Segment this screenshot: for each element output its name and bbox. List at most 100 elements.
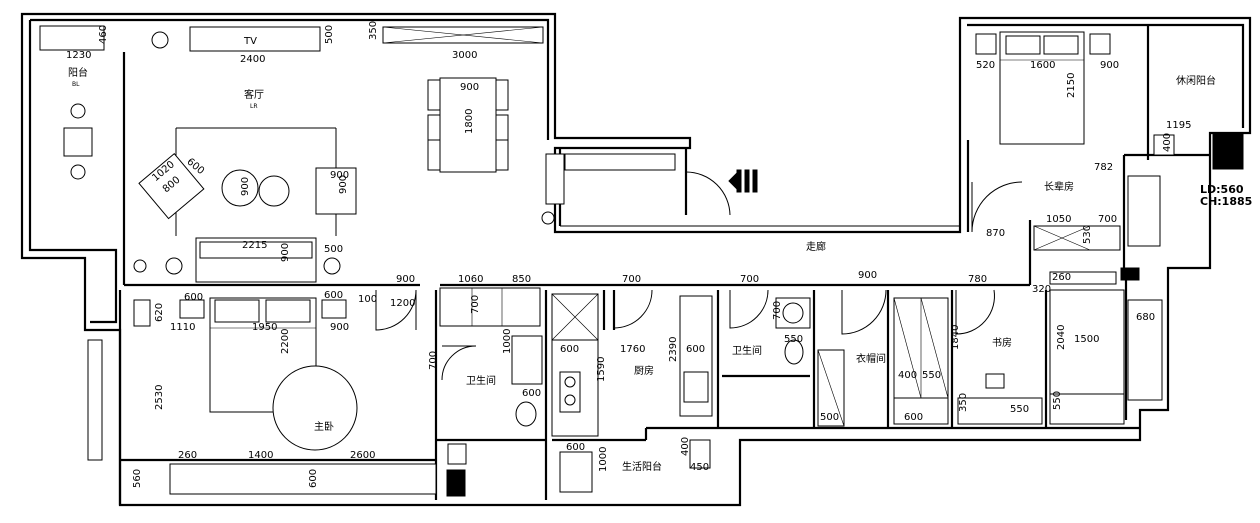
wardrobe-master: [1033, 225, 1121, 251]
dim-label: 400: [680, 437, 691, 456]
dim-label: 900: [280, 243, 291, 262]
study-chair: [985, 373, 1005, 389]
room-label-study: 书房: [992, 336, 1012, 349]
dim-label: 1500: [1074, 334, 1099, 345]
coffee-table-small: [258, 175, 290, 207]
room-labels: 客厅 LR 阳台 BL 主卧 卫生间 厨房 卫生间 衣帽间 书房 长辈房 休闲阳…: [68, 66, 1216, 473]
balcony-table: [63, 127, 93, 157]
dim-label: 782: [1094, 162, 1113, 173]
dim-label: 700: [1098, 214, 1117, 225]
living-room: TV: [39, 25, 544, 283]
stove: [559, 371, 581, 413]
entry-cabinet: [564, 153, 676, 171]
dim-label: 350: [368, 21, 379, 40]
dim-label: 550: [784, 334, 803, 345]
dim-label: 1000: [598, 447, 609, 472]
structural-columns: [446, 132, 1244, 497]
dim-label: 1800: [464, 109, 475, 134]
dim-label: 500: [820, 412, 839, 423]
dim-label: 700: [622, 274, 641, 285]
shower-basin: [511, 335, 543, 385]
door-swings: [375, 181, 1023, 381]
dim-label: 600: [324, 290, 343, 301]
dim-label: 2200: [280, 329, 291, 354]
dim-label: 550: [1010, 404, 1029, 415]
dim-label: 550: [1052, 391, 1063, 410]
kitchen-sink: [683, 371, 709, 403]
dim-label: 2150: [1066, 73, 1077, 98]
tv-cabinet: [189, 26, 321, 52]
entrance: [541, 153, 731, 225]
dim-label: 450: [690, 462, 709, 473]
dim-label: 2215: [242, 240, 267, 251]
room-sub-balcony-west: BL: [72, 81, 80, 88]
room-label-corridor: 走廊: [806, 240, 826, 253]
dim-label: 620: [154, 303, 165, 322]
east-rooms: [775, 289, 1163, 427]
dim-label: 700: [428, 351, 439, 370]
dim-label: 780: [968, 274, 987, 285]
dim-label: 1230: [66, 50, 91, 61]
dim-label: 600: [560, 344, 579, 355]
armchair-left: [138, 153, 205, 220]
dim-label: 680: [1136, 312, 1155, 323]
dim-label: 900: [330, 170, 349, 181]
dim-label: 1110: [170, 322, 195, 333]
dim-label: 600: [308, 469, 319, 488]
dim-label: 400: [1162, 133, 1173, 152]
dim-label: 900: [330, 322, 349, 333]
dim-label: 900: [460, 82, 479, 93]
dim-label: 460: [98, 25, 109, 44]
room-sub-living: LR: [250, 103, 258, 110]
toilet-a: [515, 401, 537, 427]
info-block: LD:560 CH:1885: [1200, 183, 1252, 208]
dim-label: 600: [184, 292, 203, 303]
dim-label: 400: [898, 370, 917, 381]
dim-label: 1760: [620, 344, 645, 355]
room-label-master: 长辈房: [1044, 180, 1074, 193]
dim-label: 1840: [950, 325, 961, 350]
dim-label: 2400: [240, 54, 265, 65]
room-label-balcony-ne: 休闲阳台: [1176, 74, 1216, 87]
dim-label: 100: [358, 294, 377, 305]
dim-label: 1600: [1030, 60, 1055, 71]
dim-label: 700: [772, 301, 783, 320]
dim-label: 550: [922, 370, 941, 381]
master-bedroom: [975, 31, 1175, 285]
dim-label: 2390: [668, 337, 679, 362]
dim-label: 600: [522, 388, 541, 399]
study-desk: [957, 397, 1043, 425]
bathroom-and-kitchen: [439, 287, 713, 493]
dim-label: 900: [858, 270, 877, 281]
dim-label: 2600: [350, 450, 375, 461]
info-ch: CH:1885: [1200, 195, 1252, 208]
room-label-kitchen: 厨房: [634, 364, 654, 377]
dim-label: 900: [338, 175, 349, 194]
room-label-bathroom-a: 卫生间: [466, 374, 496, 387]
dim-label: 900: [240, 177, 251, 196]
dim-label: 900: [396, 274, 415, 285]
dim-label: 1000: [502, 329, 513, 354]
dim-label: 850: [512, 274, 531, 285]
dim-label: 1950: [252, 322, 277, 333]
tv-label: TV: [243, 36, 257, 47]
room-label-balcony-s: 生活阳台: [622, 460, 662, 473]
dim-label: 500: [324, 25, 335, 44]
room-label-bathroom-b: 卫生间: [732, 344, 762, 357]
wardrobe-south: [169, 463, 437, 495]
dim-label: 530: [1082, 225, 1093, 244]
balcony-storage: [39, 25, 105, 51]
dim-label: 350: [958, 393, 969, 412]
info-ld: LD:560: [1200, 183, 1244, 196]
dining-table: [439, 77, 497, 173]
round-rug: [272, 365, 358, 451]
dim-label: 600: [566, 442, 585, 453]
dim-label: 600: [686, 344, 705, 355]
dim-label: 2530: [154, 385, 165, 410]
bed-single: [1049, 289, 1125, 395]
room-label-living: 客厅: [244, 88, 264, 101]
dim-label: 1195: [1166, 120, 1191, 131]
dim-label: 700: [470, 295, 481, 314]
dim-label: 1200: [390, 298, 415, 309]
dim-label: 1400: [248, 450, 273, 461]
